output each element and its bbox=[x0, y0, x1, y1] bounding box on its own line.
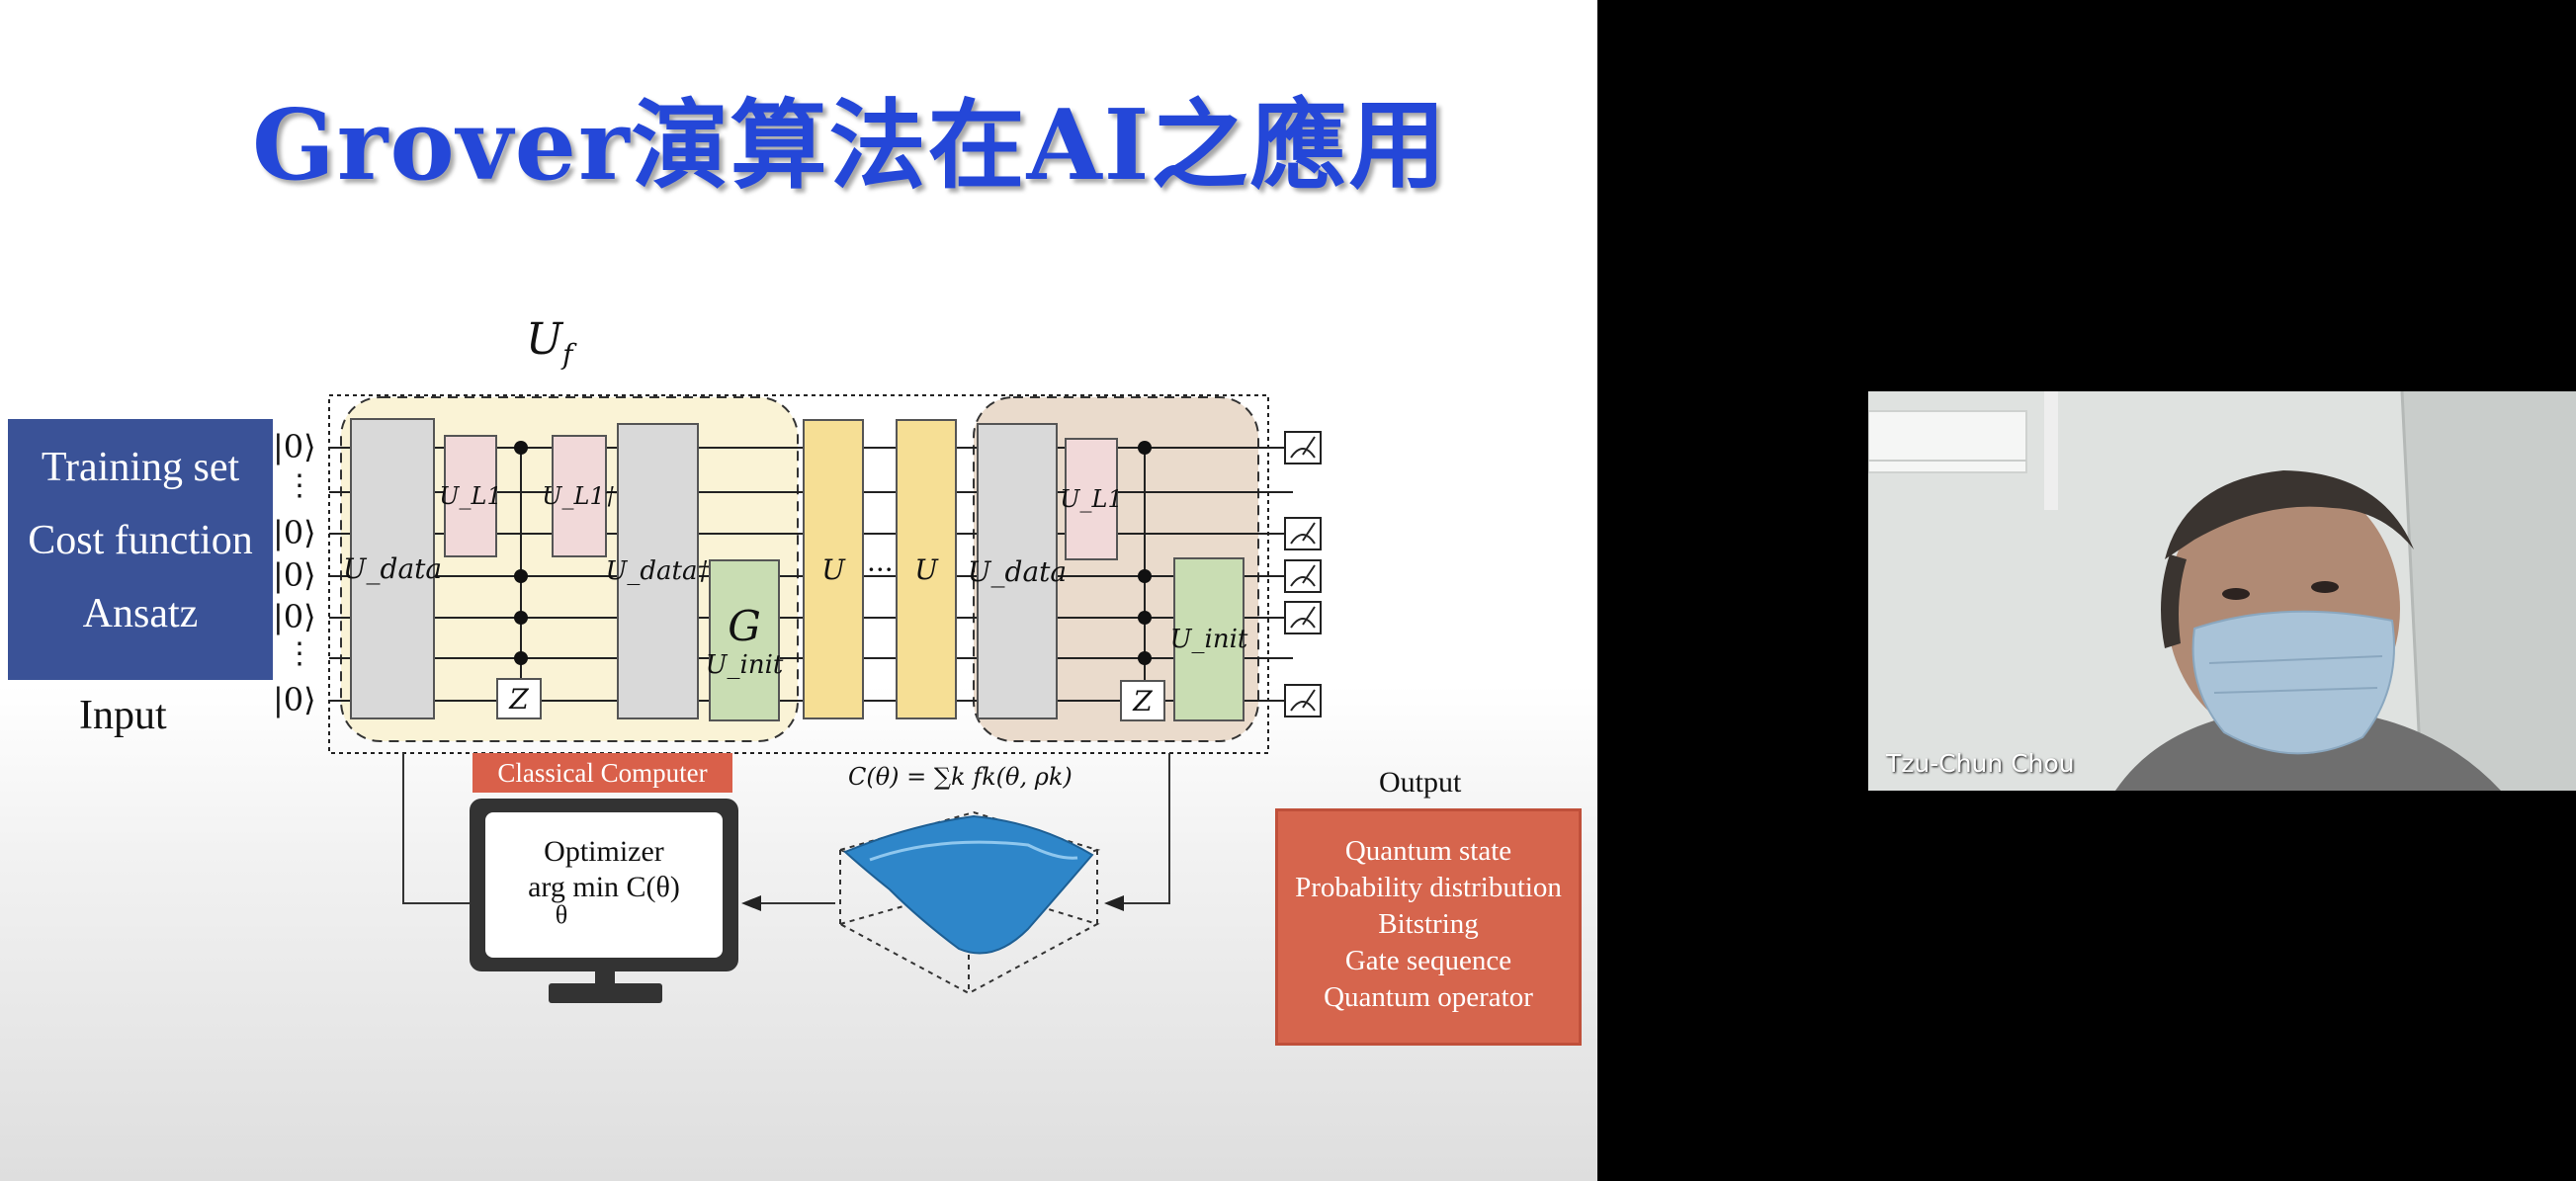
output-item: Gate sequence bbox=[1344, 945, 1512, 976]
output-label: Output bbox=[1379, 766, 1462, 799]
ket-zero: |0⟩ bbox=[273, 681, 316, 718]
control-dot bbox=[514, 569, 528, 583]
u-data-dagger-gate: U_data† bbox=[606, 423, 711, 719]
monitor-base bbox=[549, 983, 662, 1003]
ket-zero: |0⟩ bbox=[273, 428, 316, 465]
measurement-icons bbox=[1284, 431, 1322, 717]
optimizer-label: Optimizer bbox=[544, 835, 664, 868]
control-dot bbox=[1138, 569, 1152, 583]
grover-g-gate: G U_init bbox=[706, 559, 783, 721]
monitor-screen: Optimizer arg min C(θ) θ bbox=[485, 812, 723, 958]
input-item: Cost function bbox=[28, 518, 253, 563]
input-box: Training set Cost function Ansatz bbox=[8, 419, 273, 680]
ket-ellipsis: ⋮ bbox=[285, 636, 314, 671]
u-gate: U bbox=[896, 419, 957, 719]
control-dot bbox=[1138, 611, 1152, 625]
uf-label: Uf bbox=[526, 314, 573, 371]
ket-ellipsis: ⋮ bbox=[285, 468, 314, 503]
output-item: Quantum state bbox=[1344, 835, 1512, 867]
u-l1-gate: U_L1 bbox=[1060, 438, 1123, 560]
slide: Grover演算法在AI之應用 Uf Training set Cost fun… bbox=[0, 0, 1597, 1181]
control-dot bbox=[514, 611, 528, 625]
input-label: Input bbox=[79, 693, 167, 738]
video-feed bbox=[1868, 391, 2576, 791]
output-item: Bitstring bbox=[1378, 908, 1479, 940]
cost-function-formula: C(θ) = ∑k fk(θ, ρk) bbox=[848, 763, 1073, 791]
arrow-head bbox=[741, 895, 761, 911]
gate-ellipsis: ··· bbox=[867, 553, 894, 586]
control-dot bbox=[514, 441, 528, 455]
ket-zero: |0⟩ bbox=[273, 514, 316, 551]
input-item: Ansatz bbox=[82, 591, 199, 636]
g-label: G bbox=[728, 601, 761, 650]
optimizer-theta: θ bbox=[555, 900, 568, 929]
classical-computer-monitor: Optimizer arg min C(θ) θ bbox=[470, 799, 738, 971]
u-l1-dagger-gate: U_L1† bbox=[542, 435, 617, 557]
u-data-gate: U_data bbox=[968, 423, 1067, 719]
u-init-gate: U_init bbox=[1170, 557, 1247, 721]
u-data-gate: U_data bbox=[343, 418, 442, 719]
u-l1-gate: U_L1 bbox=[439, 435, 502, 557]
monitor-stand bbox=[595, 971, 615, 985]
z-gate: Z bbox=[1120, 680, 1165, 721]
control-dot bbox=[514, 651, 528, 665]
output-item: Probability distribution bbox=[1295, 872, 1562, 903]
participant-video-tile[interactable]: Tzu-Chun Chou bbox=[1868, 391, 2576, 791]
optimizer-argmin: arg min C(θ) bbox=[528, 871, 680, 903]
participant-name: Tzu-Chun Chou bbox=[1886, 749, 2075, 778]
z-gate: Z bbox=[496, 678, 542, 719]
ket-zero: |0⟩ bbox=[273, 598, 316, 635]
slide-title: Grover演算法在AI之應用 bbox=[252, 89, 1448, 203]
u-gate: U bbox=[803, 419, 864, 719]
u-init-label: U_init bbox=[705, 649, 784, 680]
cost-surface bbox=[843, 814, 1094, 955]
classical-computer-tag: Classical Computer bbox=[472, 753, 732, 793]
control-dot bbox=[1138, 441, 1152, 455]
control-dot bbox=[1138, 651, 1152, 665]
output-item: Quantum operator bbox=[1324, 981, 1533, 1013]
input-item: Training set bbox=[41, 445, 240, 490]
arrow-head bbox=[1104, 895, 1124, 911]
uf-dotted-box bbox=[328, 394, 1269, 754]
ket-zero: |0⟩ bbox=[273, 556, 316, 594]
feedback-loop bbox=[402, 753, 1170, 904]
output-box: Quantum state Probability distribution B… bbox=[1275, 808, 1582, 1046]
